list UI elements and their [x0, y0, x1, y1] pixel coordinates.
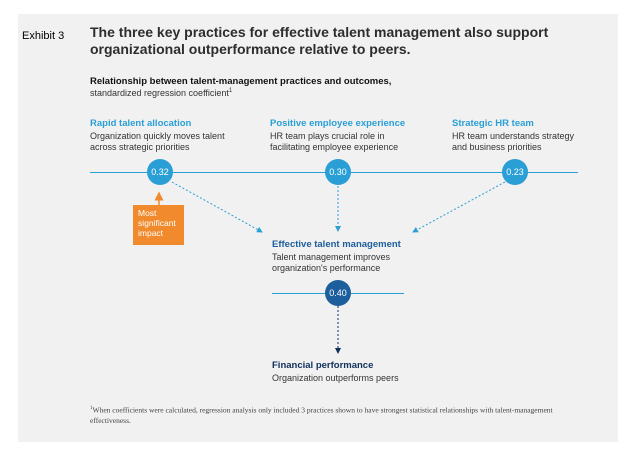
- outcome-desc-line2: organization's performance: [272, 263, 381, 273]
- footnote-text: When coefficients were calculated, regre…: [90, 405, 553, 425]
- practice-title-positive-employee-experience: Positive employee experience: [270, 118, 406, 129]
- outcome-title: Effective talent management: [272, 239, 401, 250]
- coefficient-circle-rapid-talent-allocation: 0.32: [147, 159, 173, 185]
- badge-line-3: impact: [138, 228, 164, 238]
- practice-desc-line2-strategic-hr-team: and business priorities: [452, 142, 542, 152]
- badge-line-2: significant: [138, 218, 176, 228]
- practice-desc-line1-strategic-hr-team: HR team understands strategy: [452, 131, 575, 141]
- coefficient-circle-strategic-hr-team: 0.23: [502, 159, 528, 185]
- practice-desc-line2-rapid-talent-allocation: across strategic priorities: [90, 142, 190, 152]
- subtitle-units-text: standardized regression coefficient: [90, 88, 229, 98]
- most-significant-impact-badge: Most significant impact: [133, 205, 184, 245]
- outcome-desc-line1: Talent management improves: [272, 252, 391, 262]
- badge-line-1: Most: [138, 208, 157, 218]
- financial-performance-title: Financial performance: [272, 360, 374, 371]
- chart-subtitle-units: standardized regression coefficient1: [90, 88, 232, 98]
- arrow-rapid-to-outcome: [171, 181, 263, 233]
- financial-performance-desc: Organization outperforms peers: [272, 373, 399, 383]
- footnote-mark: 1: [90, 406, 93, 411]
- chart-subtitle: Relationship between talent-management p…: [90, 76, 392, 87]
- practice-desc-line1-rapid-talent-allocation: Organization quickly moves talent: [90, 131, 225, 141]
- coefficient-circle-outcome: 0.40: [325, 280, 351, 306]
- footnote: 1When coefficients were calculated, regr…: [90, 404, 560, 426]
- practice-desc-line2-positive-employee-experience: facilitating employee experience: [270, 142, 399, 152]
- exhibit-label: Exhibit 3: [22, 30, 65, 42]
- coefficient-circle-positive-employee-experience: 0.30: [325, 159, 351, 185]
- arrow-hr-to-outcome: [412, 181, 506, 233]
- subtitle-footnote-mark: 1: [228, 88, 233, 94]
- practice-title-strategic-hr-team: Strategic HR team: [452, 118, 534, 129]
- exhibit-panel: [18, 14, 618, 442]
- practice-desc-line1-positive-employee-experience: HR team plays crucial role in: [270, 131, 385, 141]
- exhibit-title: The three key practices for effective ta…: [90, 24, 549, 57]
- practice-title-rapid-talent-allocation: Rapid talent allocation: [90, 118, 192, 129]
